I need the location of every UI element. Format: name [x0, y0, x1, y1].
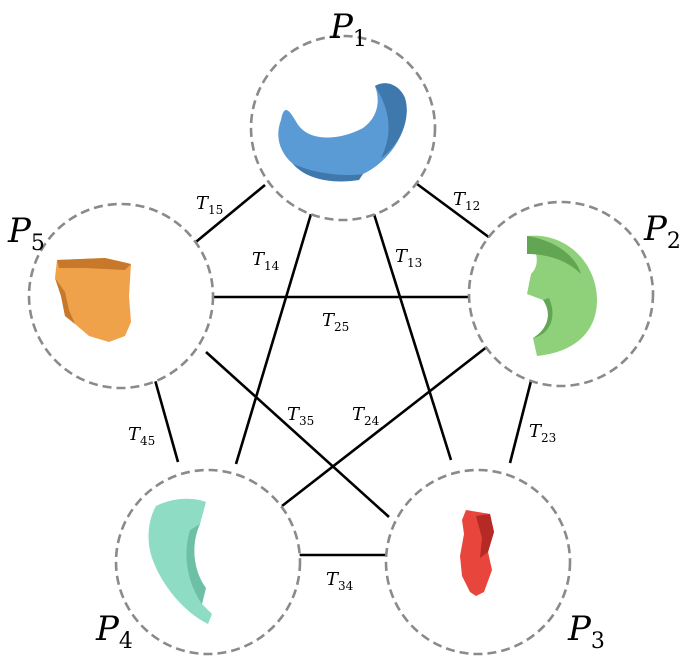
edge-t45	[153, 379, 180, 463]
node-label-p2: P2	[643, 209, 681, 254]
edge-label-t14: T14	[252, 249, 280, 273]
edge-label-t12: T12	[453, 189, 480, 213]
node-p5	[27, 202, 215, 390]
edge-t12	[416, 182, 491, 240]
edge-label-t34: T34	[326, 569, 354, 593]
edge-label-t13: T13	[395, 246, 422, 270]
edge-t15	[190, 183, 266, 248]
node-p2	[467, 200, 655, 388]
node-label-p3: P3	[567, 609, 605, 654]
fragment-p1	[278, 83, 407, 182]
edge-t35	[205, 351, 390, 518]
edge-label-t15: T15	[196, 193, 223, 217]
edge-t23	[508, 380, 533, 464]
node-p1	[249, 34, 437, 222]
node-p3	[384, 468, 572, 656]
fragment-p5	[55, 258, 131, 342]
node-ring-p4	[114, 468, 302, 656]
fragment-p2	[527, 235, 597, 356]
node-label-p5: P5	[7, 211, 45, 256]
fragment-p3	[460, 510, 494, 596]
edge-t13	[372, 213, 453, 461]
node-label-p1: P1	[329, 7, 367, 52]
edge-t24	[281, 344, 489, 508]
edge-label-t23: T23	[529, 421, 556, 445]
nodes-layer	[27, 34, 655, 656]
node-label-p4: P4	[95, 609, 133, 654]
edge-label-t35: T35	[287, 404, 314, 428]
fragment-p4	[148, 498, 212, 624]
edge-label-t25: T25	[322, 310, 349, 334]
edge-label-t45: T45	[128, 424, 155, 448]
edge-label-t24: T24	[352, 404, 380, 428]
node-p4	[114, 468, 302, 656]
edges-layer	[153, 182, 533, 557]
node-ring-p1	[249, 34, 437, 222]
edge-t14	[234, 213, 313, 465]
